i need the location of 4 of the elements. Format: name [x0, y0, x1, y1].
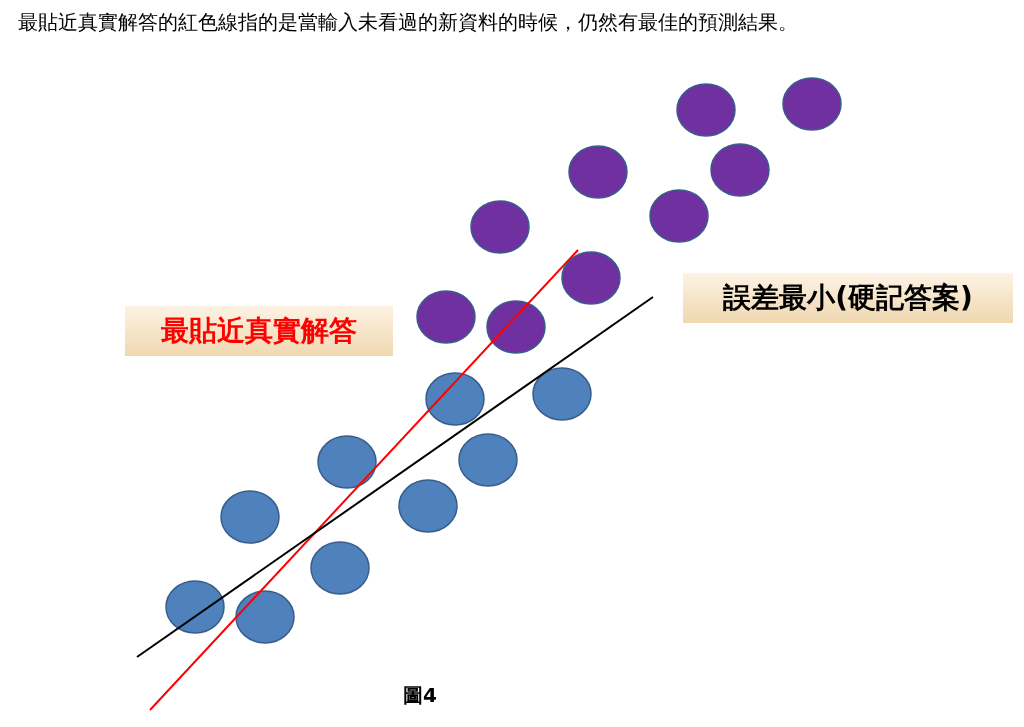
- caption: 圖4: [402, 682, 438, 709]
- note-text: 最貼近真實解答的紅色線指的是當輸入未看過的新資料的時候，仍然有最佳的預測結果。: [18, 9, 799, 36]
- label-box: 最貼近真實解答: [125, 306, 393, 356]
- label-box: 誤差最小(硬記答案): [683, 273, 1013, 323]
